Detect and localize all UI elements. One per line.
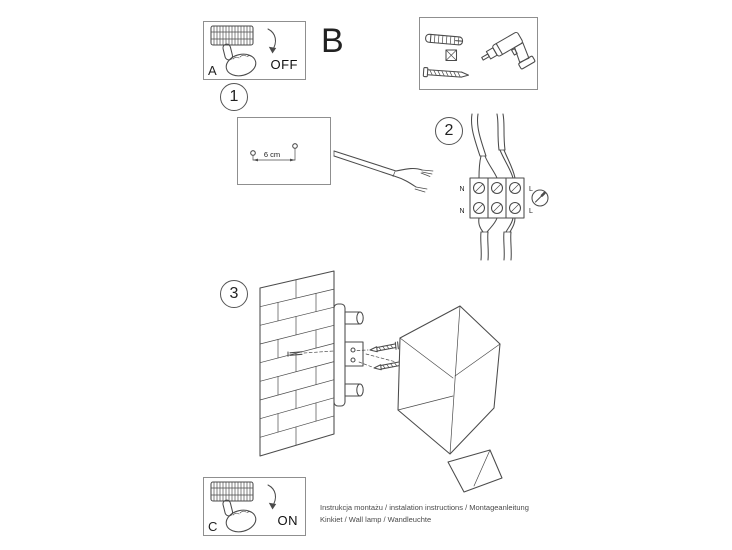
footer-line-1: Instrukcja montażu / instalation instruc…: [320, 503, 529, 512]
terminal-label-n-top: N: [459, 186, 464, 193]
step-1-number: 1: [229, 88, 239, 105]
drill-bit-size-icon: [445, 49, 458, 62]
fixing-screws: [356, 341, 403, 372]
mounting-illustration: [259, 270, 503, 493]
drilling-template-box: 6 cm: [237, 117, 331, 185]
tools-illustration: [422, 31, 536, 78]
switch-off-text: OFF: [270, 57, 298, 72]
screwdriver-icon: [531, 189, 549, 207]
drilling-template-illustration: 6 cm: [250, 143, 298, 162]
terminal-label-l-top: L: [529, 186, 533, 193]
lampshade: [365, 305, 501, 455]
terminal-block-wiring-illustration: N L N L: [459, 113, 549, 261]
panel-c-switch-on: C ON: [203, 477, 306, 536]
drill-hole-right: [292, 143, 298, 149]
light-switch-on-icon: [210, 481, 277, 533]
switch-on-text: ON: [277, 513, 298, 528]
lamp-cables: [478, 217, 516, 261]
panel-a-label: A: [208, 63, 217, 78]
wall-plug-icon: [425, 33, 464, 46]
power-drill-icon: [481, 31, 536, 70]
wall-screw-icon: [287, 350, 335, 357]
panel-c-label: C: [208, 519, 218, 534]
tools-panel: [419, 17, 538, 90]
light-switch-off-icon: [210, 25, 277, 77]
panel-a-switch-off: A OFF: [203, 21, 306, 80]
supply-cables: [470, 113, 516, 179]
step-3-number: 3: [229, 285, 239, 302]
footer-caption: Instrukcja montażu / instalation instruc…: [320, 502, 570, 526]
brick-wall: [259, 270, 335, 457]
step-3-badge: 3: [220, 280, 248, 308]
step-1-badge: 1: [220, 83, 248, 111]
step-2-number: 2: [444, 122, 454, 139]
terminal-block: [469, 177, 525, 219]
drill-hole-left: [250, 150, 256, 156]
hole-spacing-dimension: 6 cm: [264, 150, 280, 159]
panel-b-label: B: [321, 22, 344, 60]
screw-icon: [422, 67, 469, 78]
step-2-badge: 2: [435, 117, 463, 145]
lampshade-bottom-piece: [447, 449, 503, 493]
footer-line-2: Kinkiet / Wall lamp / Wandleuchte: [320, 515, 432, 524]
terminal-label-l-bottom: L: [529, 208, 533, 215]
power-cable-icon: [333, 150, 434, 193]
terminal-label-n-bottom: N: [459, 208, 464, 215]
mounting-bracket: [333, 303, 364, 407]
